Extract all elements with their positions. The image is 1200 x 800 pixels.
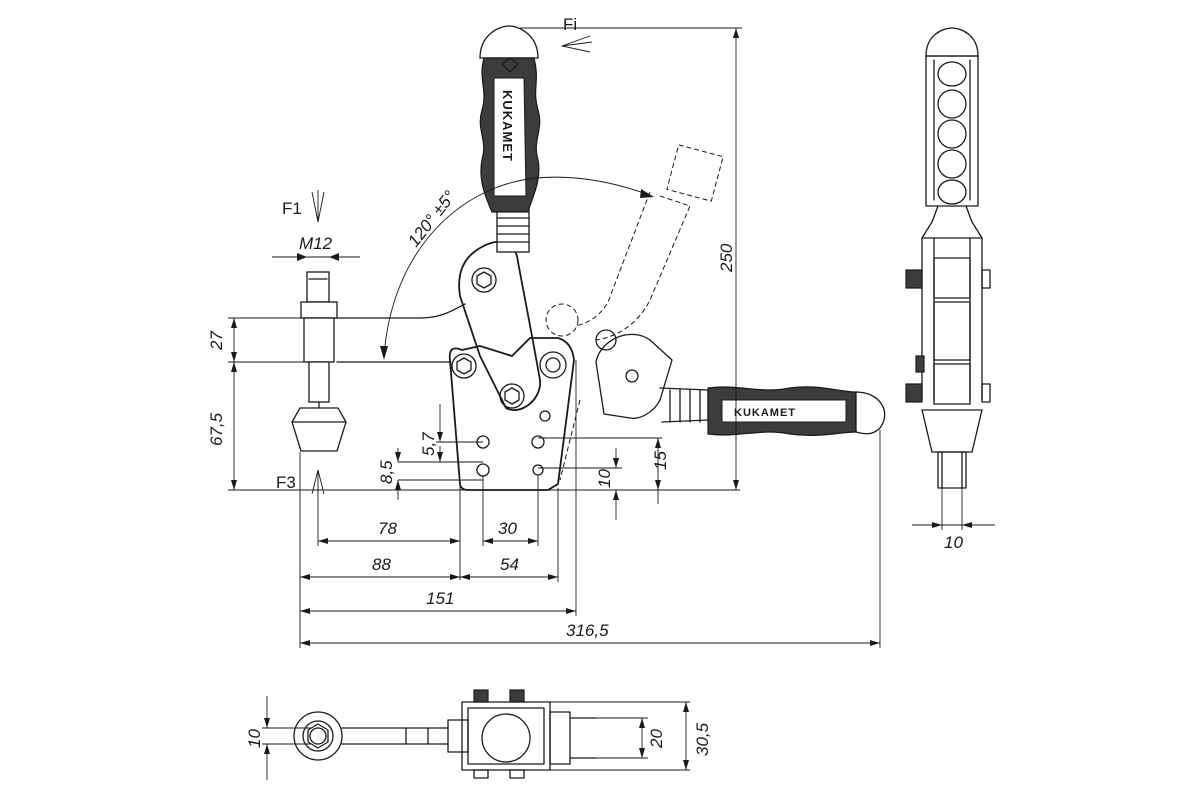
top-view: 10 20 30,5 <box>245 689 712 780</box>
dim-8-5-label: 8,5 <box>377 460 396 484</box>
front-view: KUKAMET KUKAMET <box>207 15 886 648</box>
open-position-handle <box>545 144 724 481</box>
handle-shaft <box>496 207 530 253</box>
force-f3-label: F3 <box>276 473 296 492</box>
upright-grip-handle: KUKAMET <box>479 25 541 213</box>
dim-10-holes-label: 10 <box>595 469 614 488</box>
dim-10-side-label: 10 <box>944 533 963 552</box>
dim-27-label: 27 <box>207 331 226 351</box>
spindle <box>291 271 347 452</box>
dim-151-label: 151 <box>426 589 454 608</box>
dim-30-label: 30 <box>498 519 517 538</box>
clamp-arm <box>336 303 466 363</box>
dim-54-label: 54 <box>500 555 519 574</box>
horizontal-grip-handle: KUKAMET <box>595 329 886 436</box>
dim-316-5-label: 316,5 <box>566 621 609 640</box>
handle-brand-text: KUKAMET <box>500 90 515 162</box>
dim-250-label: 250 <box>717 243 736 273</box>
dim-15-label: 15 <box>651 451 670 470</box>
base-plate <box>448 337 575 491</box>
horizontal-handle-brand: KUKAMET <box>734 407 796 419</box>
dim-78-label: 78 <box>378 519 397 538</box>
dim-5-7-label: 5,7 <box>419 432 438 456</box>
dimension-lines: M12 27 67,5 250 <box>207 27 881 648</box>
angle-label: 120° ±5° <box>404 187 459 250</box>
dim-20-label: 20 <box>647 729 666 749</box>
dim-30-5-label: 30,5 <box>693 722 712 756</box>
dim-88-label: 88 <box>372 555 391 574</box>
force-f1-label: F1 <box>282 199 302 218</box>
force-fi-label: Fi <box>563 15 577 34</box>
dim-67-5-label: 67,5 <box>207 412 226 446</box>
thread-label: M12 <box>299 234 333 253</box>
side-view: 10 <box>905 27 995 552</box>
dim-10-bottom-label: 10 <box>245 729 264 748</box>
lever-link <box>458 240 541 411</box>
